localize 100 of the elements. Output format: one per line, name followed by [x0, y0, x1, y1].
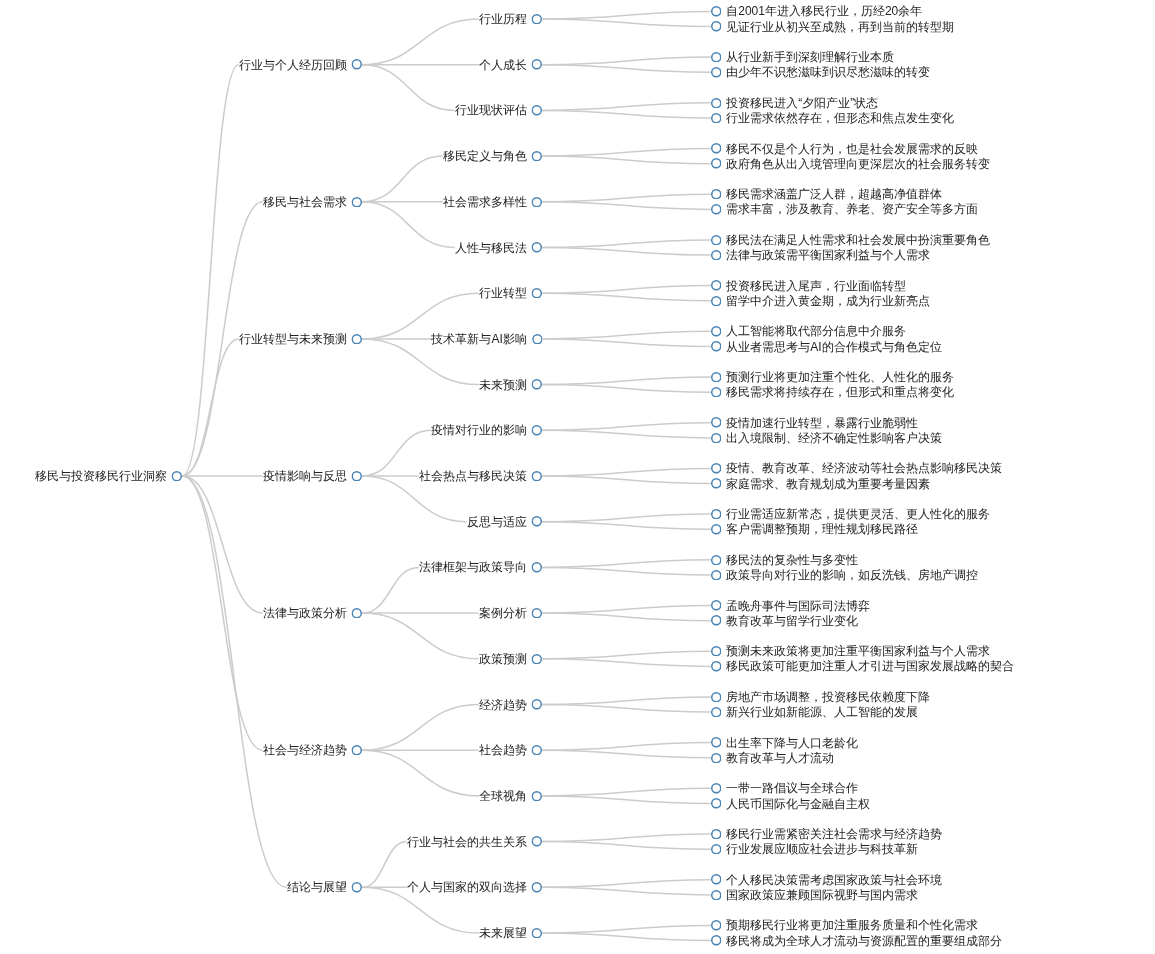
detail-label: 家庭需求、教育规划成为重要考量因素 — [726, 476, 931, 491]
detail-label: 客户需调整预期，理性规划移民路径 — [726, 522, 919, 537]
detail-label: 从业者需思考与AI的合作模式与角色定位 — [726, 339, 942, 354]
detail-label: 教育改革与留学行业变化 — [726, 613, 859, 628]
detail-label: 一带一路倡议与全球合作 — [726, 781, 859, 796]
subtopic-label: 反思与适应 — [466, 514, 527, 529]
connector-line — [361, 749, 480, 797]
connector-line — [541, 475, 712, 485]
subtopic-label: 个人与国家的双向选择 — [406, 880, 527, 895]
branch-topic-label: 法律与政策分析 — [262, 606, 347, 621]
detail-label: 移民政策可能更加注重人才引进与国家发展战略的契合 — [726, 659, 1015, 674]
detail-label: 教育改革与人才流动 — [726, 750, 835, 765]
subtopic-label: 行业现状评估 — [454, 103, 527, 118]
connector-line — [541, 840, 712, 850]
connector-line — [541, 566, 712, 576]
detail-label: 行业发展应顺应社会进步与科技革新 — [726, 842, 919, 857]
connector-line — [541, 63, 712, 74]
detail-label: 人工智能将取代部分信息中介服务 — [726, 324, 907, 339]
branch-topic-label: 社会与经济趋势 — [262, 743, 347, 758]
detail-label: 移民法的复杂性与多变性 — [726, 552, 859, 567]
detail-label: 行业需求依然存在，但形态和焦点发生变化 — [726, 111, 955, 125]
detail-label: 移民需求涵盖广泛人群，超越高净值群体 — [726, 187, 943, 202]
detail-label: 疫情加速行业转型，暴露行业脆弱性 — [726, 415, 919, 430]
detail-label: 个人移民决策需考虑国家政策与社会环境 — [726, 872, 943, 887]
connector-line — [361, 749, 480, 751]
branch-topic-label: 移民与社会需求 — [262, 194, 347, 209]
detail-label: 移民需求将持续存在，但形式和重点将变化 — [726, 385, 955, 400]
connector-line — [541, 338, 712, 348]
subtopic-label: 移民定义与角色 — [442, 149, 527, 164]
subtopic-label: 疫情对行业的影响 — [430, 423, 527, 438]
branch-topic-label: 行业与个人经历回顾 — [238, 57, 347, 72]
detail-label: 投资移民进入“夕阳产业”状态 — [726, 95, 879, 110]
detail-label: 法律与政策需平衡国家利益与个人需求 — [726, 248, 931, 263]
connector-line — [541, 703, 712, 713]
connector-line — [181, 63, 240, 477]
detail-label: 国家政策应兼顾国际视野与国内需求 — [726, 887, 919, 902]
branch-topic-label: 疫情影响与反思 — [262, 469, 347, 483]
connector-line — [541, 155, 712, 165]
detail-label: 房地产市场调整，投资移民依赖度下降 — [726, 689, 931, 704]
subtopic-label: 未来预测 — [478, 377, 527, 392]
connector-line — [541, 520, 712, 531]
detail-label: 预期移民行业将更加注重服务质量和个性化需求 — [726, 918, 979, 933]
detail-label: 需求丰富，涉及教育、养老、资产安全等多方面 — [726, 202, 979, 217]
connector-line — [361, 886, 480, 934]
detail-label: 移民法在满足人性需求和社会发展中扮演重要角色 — [726, 232, 991, 247]
subtopic-label: 全球视角 — [478, 788, 527, 803]
central-topic-label: 移民与投资移民行业洞察 — [34, 469, 167, 483]
subtopic-label: 经济趋势 — [478, 697, 527, 712]
detail-label: 投资移民进入尾声，行业面临转型 — [726, 278, 907, 293]
subtopic-label: 人性与移民法 — [454, 240, 527, 255]
connector-line — [541, 109, 712, 119]
connector-line — [361, 475, 468, 523]
connector-line — [541, 383, 712, 393]
detail-label: 见证行业从初兴至成熟，再到当前的转型期 — [726, 19, 955, 34]
connector-line — [541, 292, 712, 302]
subtopic-label: 行业转型 — [478, 286, 527, 301]
subtopic-label: 个人成长 — [478, 57, 527, 72]
connector-line — [361, 612, 480, 660]
subtopic-label: 案例分析 — [478, 606, 527, 621]
connector-line — [541, 18, 712, 28]
detail-label: 孟晚舟事件与国际司法博弈 — [726, 598, 871, 613]
subtopic-label: 社会趋势 — [478, 743, 527, 758]
connector-line — [541, 795, 712, 805]
detail-label: 政策导向对行业的影响，如反洗钱、房地产调控 — [726, 568, 979, 582]
detail-label: 出入境限制、经济不确定性影响客户决策 — [726, 430, 943, 445]
subtopic-label: 技术革新与AI影响 — [431, 331, 527, 346]
subtopic-label: 社会需求多样性 — [442, 194, 527, 209]
detail-label: 出生率下降与人口老龄化 — [726, 735, 859, 750]
detail-label: 移民不仅是个人行为，也是社会发展需求的反映 — [726, 141, 979, 156]
connector-line — [541, 749, 712, 759]
detail-label: 人民币国际化与金融自主权 — [726, 796, 871, 811]
connector-line — [541, 658, 712, 668]
detail-label: 从行业新手到深刻理解行业本质 — [726, 50, 895, 65]
detail-label: 自2001年进入移民行业，历经20余年 — [726, 4, 923, 19]
connector-line — [361, 840, 408, 889]
connector-line — [361, 338, 480, 386]
subtopic-label: 社会热点与移民决策 — [418, 469, 527, 483]
connector-line — [541, 886, 712, 896]
subtopic-label: 行业历程 — [478, 12, 527, 26]
connector-line — [541, 429, 712, 439]
detail-label: 留学中介进入黄金期，成为行业新亮点 — [726, 293, 931, 308]
detail-label: 移民行业需紧密关注社会需求与经济趋势 — [726, 827, 943, 841]
connector-line — [541, 612, 712, 622]
branch-topic-label: 结论与展望 — [286, 880, 347, 895]
detail-label: 政府角色从出入境管理向更深层次的社会服务转变 — [726, 156, 991, 171]
connector-line — [541, 932, 712, 942]
detail-label: 移民将成为全球人才流动与资源配置的重要组成部分 — [726, 933, 1003, 948]
subtopic-label: 未来展望 — [478, 926, 527, 940]
detail-label: 由少年不识愁滋味到识尽愁滋味的转变 — [726, 65, 931, 80]
connector-line — [361, 63, 456, 112]
detail-label: 行业需适应新常态，提供更灵活、更人性化的服务 — [726, 507, 991, 522]
detail-label: 预测行业将更加注重个性化、人性化的服务 — [726, 370, 955, 384]
detail-label: 预测未来政策将更加注重平衡国家利益与个人需求 — [726, 644, 991, 659]
branch-topic-label: 行业转型与未来预测 — [238, 331, 347, 346]
subtopic-label: 行业与社会的共生关系 — [406, 834, 527, 849]
subtopic-label: 法律框架与政策导向 — [418, 560, 527, 575]
connector-line — [361, 201, 456, 249]
connector-line — [541, 201, 712, 211]
subtopic-label: 政策预测 — [478, 651, 527, 666]
detail-label: 疫情、教育改革、经济波动等社会热点影响移民决策 — [726, 461, 1003, 476]
